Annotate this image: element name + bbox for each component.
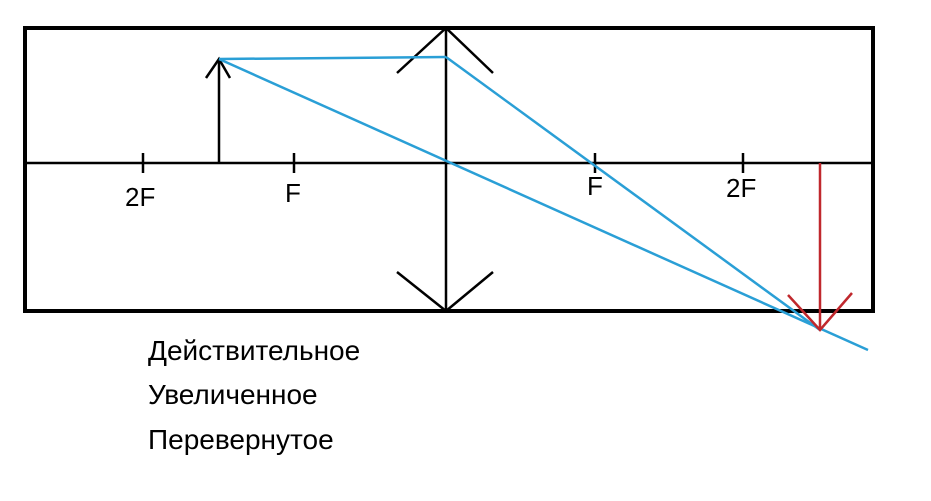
label-left-f: F	[285, 178, 301, 208]
diagram-frame	[23, 26, 875, 313]
parallel-ray	[218, 55, 447, 61]
image-arrow	[787, 163, 853, 332]
object-arrow	[204, 56, 232, 163]
label-right-f: F	[587, 171, 603, 201]
image-property-real: Действительное	[148, 335, 361, 366]
image-property-magnified: Увеличенное	[148, 379, 318, 410]
image-property-inverted: Перевернутое	[148, 424, 334, 455]
label-right-2f: 2F	[726, 173, 756, 203]
label-left-2f: 2F	[125, 182, 155, 212]
light-rays	[218, 55, 869, 352]
central-ray	[218, 57, 869, 352]
converging-lens	[396, 26, 494, 313]
refracted-ray	[445, 55, 821, 332]
